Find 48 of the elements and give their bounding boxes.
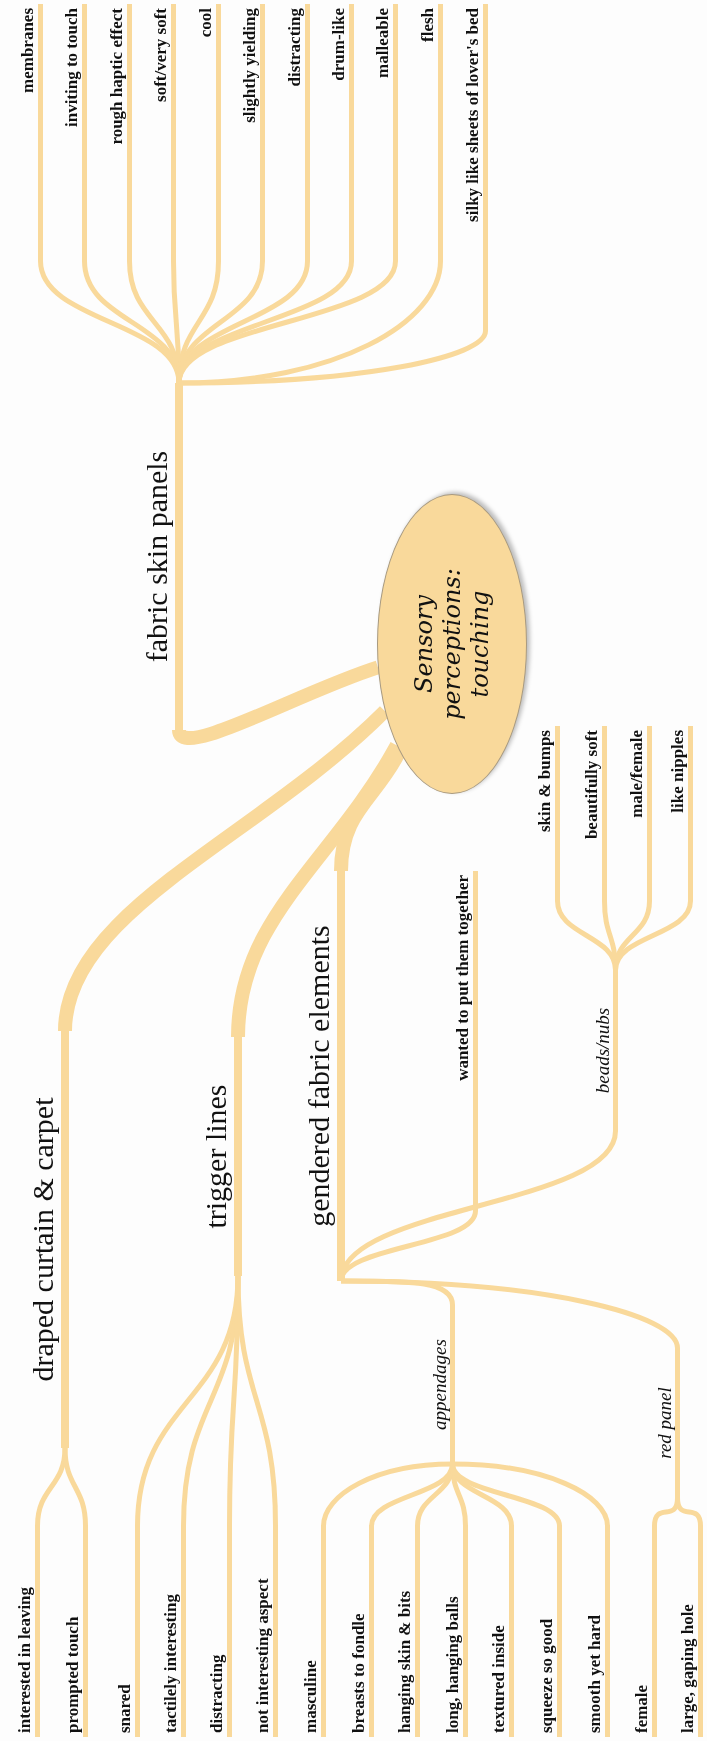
branch-line <box>235 1275 278 1527</box>
leaf-label: not interesting aspect <box>253 1526 278 1737</box>
leaf-label: cool <box>196 4 221 261</box>
leaf-label: masculine <box>301 1526 326 1737</box>
leaf-label: rough haptic effect <box>107 4 132 261</box>
branch-line <box>35 1447 68 1527</box>
leaf-label: breasts to fondle <box>349 1526 374 1737</box>
leaf-label: long, hanging balls <box>443 1526 468 1737</box>
branch-label: draped curtain & carpet <box>25 1031 69 1448</box>
sub-branch-label: appendages <box>429 1305 455 1464</box>
leaf-label: inviting to touch <box>62 4 87 261</box>
branch-label: fabric skin panels <box>139 383 183 730</box>
leaf-label: drum-like <box>329 4 354 261</box>
branch-line <box>321 1461 453 1527</box>
leaf-label: interested in leaving <box>15 1526 40 1737</box>
leaf-label: beautifully soft <box>582 726 607 901</box>
leaf-label: slightly yielding <box>240 4 265 261</box>
branch-line <box>675 1497 703 1527</box>
leaf-label: wanted to put them together <box>453 871 478 1211</box>
leaf-label: silky like sheets of lover's bed <box>463 4 488 331</box>
leaf-label: smooth yet hard <box>585 1526 610 1737</box>
branch-line <box>613 900 693 971</box>
branch-label: gendered fabric elements <box>301 871 345 1281</box>
sub-branch-label: red panel <box>654 1348 680 1498</box>
leaf-label: large, gaping hole <box>678 1526 703 1737</box>
branch-label: trigger lines <box>198 1037 242 1276</box>
leaf-label: skin & bumps <box>535 726 560 901</box>
leaf-label: squeeze so good <box>537 1526 562 1737</box>
leaf-label: distracting <box>285 4 310 261</box>
leaf-label: distracting <box>207 1526 232 1737</box>
sub-branch-label: beads/nubs <box>592 970 618 1131</box>
branch-line <box>62 1447 88 1527</box>
leaf-label: prompted touch <box>63 1526 88 1737</box>
central-topic-ellipse: Sensory perceptions: touching <box>377 494 527 794</box>
leaf-label: flesh <box>418 4 443 261</box>
leaf-label: textured inside <box>489 1526 514 1737</box>
branch-line <box>452 1461 610 1527</box>
leaf-label: snared <box>115 1526 140 1737</box>
branch-line <box>227 1276 241 1526</box>
leaf-label: membranes <box>18 4 43 261</box>
leaf-label: male/female <box>627 726 652 901</box>
branch-line <box>340 1278 680 1349</box>
leaf-label: female <box>632 1526 657 1737</box>
leaf-label: like nipples <box>668 726 693 901</box>
leaf-label: soft/very soft <box>151 4 176 261</box>
leaf-label: malleable <box>373 4 398 261</box>
leaf-label: hanging skin & bits <box>395 1526 420 1737</box>
leaf-label: tactilely interesting <box>161 1526 186 1737</box>
